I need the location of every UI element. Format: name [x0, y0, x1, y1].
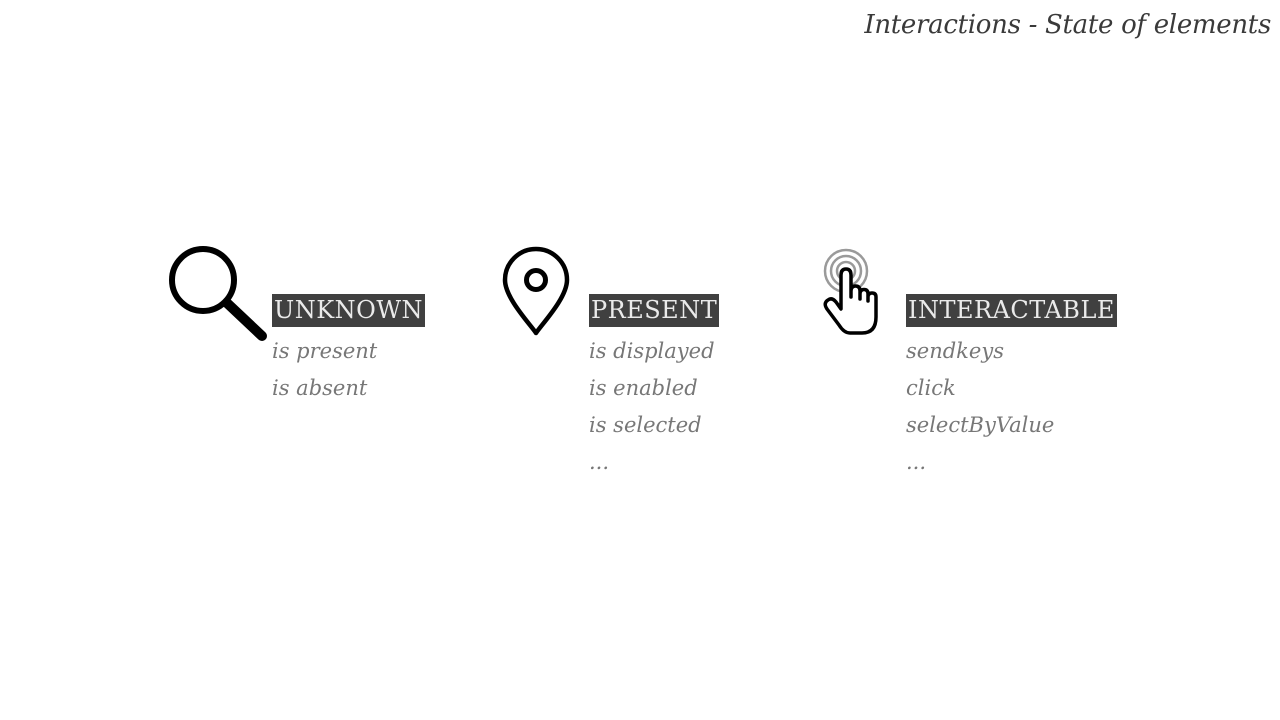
list-item: is absent [272, 376, 368, 400]
state-item-list: sendkeys click selectByValue ... [906, 333, 1117, 481]
state-unknown: UNKNOWN is present is absent [272, 294, 425, 407]
state-interactable: INTERACTABLE sendkeys click selectByValu… [906, 294, 1117, 481]
state-item-list: is displayed is enabled is selected ... [589, 333, 719, 481]
list-item: selectByValue [906, 413, 1055, 437]
list-item: is present [272, 339, 378, 363]
state-heading: INTERACTABLE [906, 294, 1117, 327]
list-item: sendkeys [906, 339, 1004, 363]
state-heading: PRESENT [589, 294, 720, 327]
tap-hand-icon [818, 245, 884, 339]
state-present: PRESENT is displayed is enabled is selec… [589, 294, 720, 481]
state-heading: UNKNOWN [272, 294, 425, 327]
list-item: is selected [589, 413, 702, 437]
state-item-list: is present is absent [272, 333, 425, 407]
list-item: ... [589, 450, 610, 474]
list-item: is displayed [589, 339, 715, 363]
list-item: click [906, 376, 956, 400]
slide-title: Interactions - State of elements [864, 10, 1271, 40]
magnifier-icon [166, 244, 270, 344]
list-item: is enabled [589, 376, 698, 400]
list-item: ... [906, 450, 927, 474]
location-pin-icon [500, 246, 572, 338]
